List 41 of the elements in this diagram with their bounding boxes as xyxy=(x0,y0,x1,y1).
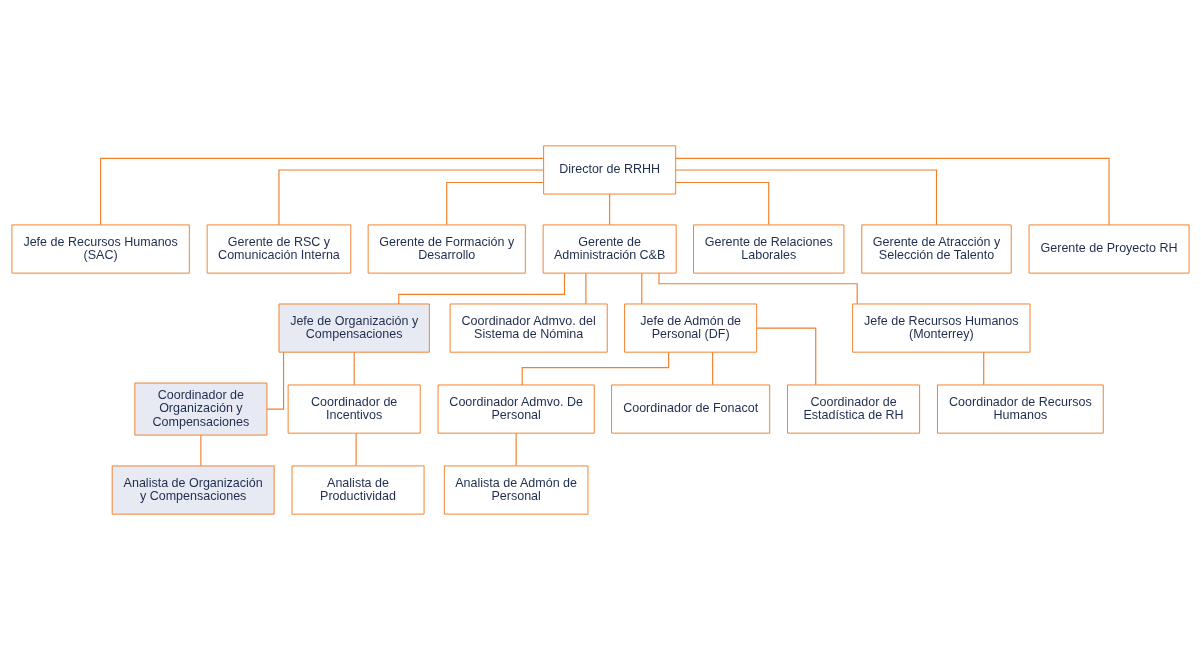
node-box: Gerente de Proyecto RH xyxy=(1028,224,1190,274)
node-box: Coordinador de Incentivos xyxy=(287,384,421,434)
connector xyxy=(446,181,544,226)
connector xyxy=(712,351,714,386)
connector xyxy=(200,434,202,467)
connector xyxy=(353,351,355,386)
node-box: Coordinador Admvo. De Personal xyxy=(437,384,595,434)
node-box: Jefe de Organización y Compensaciones xyxy=(278,303,430,353)
connector xyxy=(756,327,817,386)
node-box: Gerente de Relaciones Laborales xyxy=(693,224,845,274)
node-box: Analista de Admón de Personal xyxy=(443,465,589,515)
node-box: Gerente de RSC y Comunicación Interna xyxy=(206,224,352,274)
connector xyxy=(278,169,545,226)
node-box: Analista de Organización y Compensaciones xyxy=(111,465,275,515)
node-box: Coordinador Admvo. del Sistema de Nómina xyxy=(449,303,608,353)
connector xyxy=(609,193,611,226)
node-box: Coordinador de Fonacot xyxy=(611,384,771,434)
connector xyxy=(658,272,858,305)
connector xyxy=(675,157,1110,226)
connector xyxy=(266,351,285,410)
node-box: Coordinador de Estadística de RH xyxy=(787,384,921,434)
connector xyxy=(100,157,544,226)
node-box: Jefe de Recursos Humanos (Monterrey) xyxy=(852,303,1031,353)
connector xyxy=(355,432,357,467)
node-box: Coordinador de Organización y Compensaciones xyxy=(134,382,268,436)
node-box: Jefe de Recursos Humanos (SAC) xyxy=(11,224,190,274)
node-box: Analista de Productividad xyxy=(291,465,425,515)
node-box: Director de RRHH xyxy=(543,145,677,195)
node-box: Coordinador de Recursos Humanos xyxy=(936,384,1104,434)
node-box: Jefe de Admón de Personal (DF) xyxy=(624,303,758,353)
node-box: Gerente de Administración C&B xyxy=(542,224,677,274)
connector xyxy=(675,181,770,226)
connector xyxy=(585,272,587,305)
connector xyxy=(675,169,938,226)
connector xyxy=(641,272,643,305)
connector xyxy=(515,432,517,467)
connector xyxy=(398,272,566,305)
node-box: Gerente de Atracción y Selección de Talento xyxy=(861,224,1012,274)
connector xyxy=(521,351,670,386)
connector xyxy=(983,351,985,386)
node-box: Gerente de Formación y Desarrollo xyxy=(367,224,526,274)
